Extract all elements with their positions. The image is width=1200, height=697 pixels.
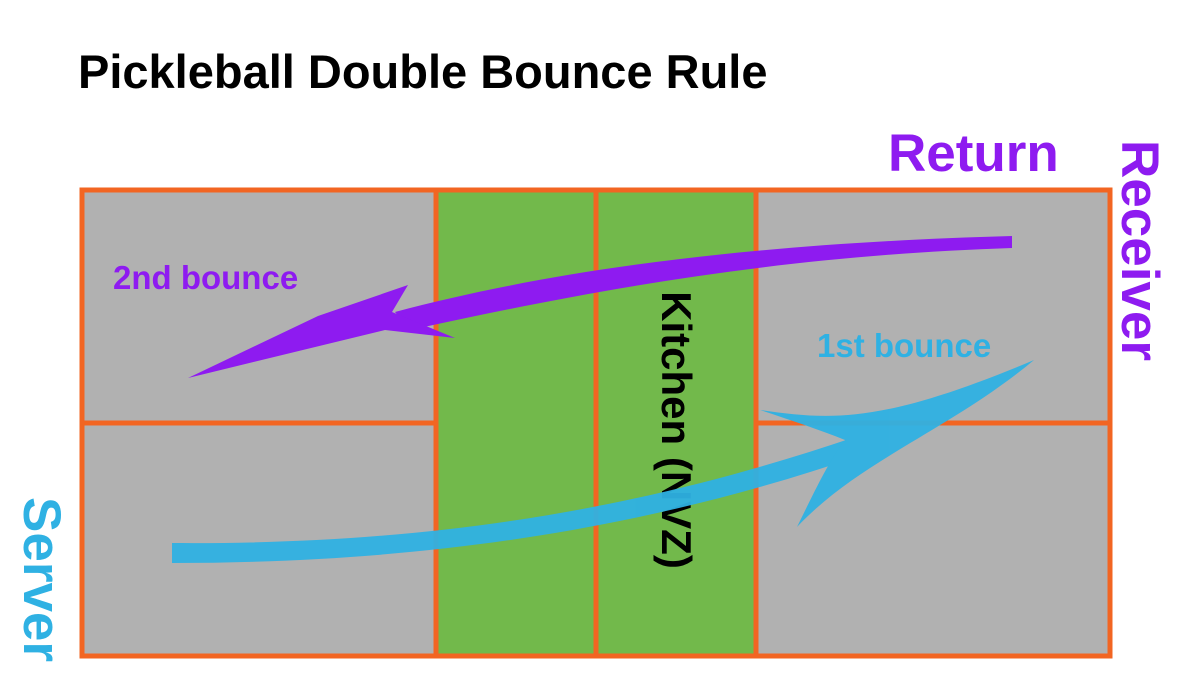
return-arrow-shaft: [395, 236, 1012, 330]
serve-arrow-head: [760, 360, 1034, 527]
return-label: Return: [888, 124, 1059, 183]
first-bounce-label: 1st bounce: [817, 327, 991, 364]
return-arrow: [188, 236, 1012, 378]
diagram-title: Pickleball Double Bounce Rule: [78, 45, 768, 98]
second-bounce-label: 2nd bounce: [113, 259, 298, 296]
server-label: Server: [12, 497, 71, 662]
serve-arrow-shaft: [172, 437, 862, 563]
receiver-label: Receiver: [1110, 140, 1169, 361]
kitchen-label: Kitchen (NVZ): [653, 291, 700, 569]
return-arrow-head: [188, 285, 455, 378]
serve-arrow: [172, 360, 1034, 563]
